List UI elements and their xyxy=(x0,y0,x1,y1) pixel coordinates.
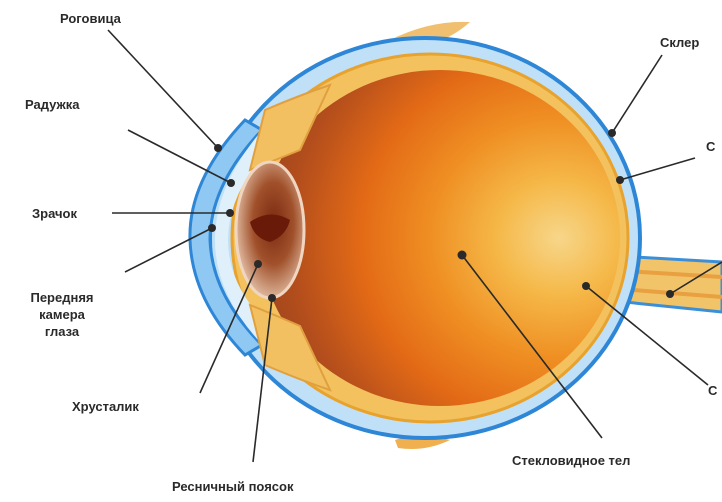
label-right-cut-4: С xyxy=(708,382,717,399)
label-cornea: Роговица xyxy=(60,10,121,27)
label-ciliary-band: Ресничный поясок xyxy=(172,478,293,495)
label-lens: Хрусталик xyxy=(72,398,139,415)
label-pupil: Зрачок xyxy=(32,205,77,222)
leader-line-sclera xyxy=(612,55,662,133)
pointer-dot-right-2 xyxy=(616,176,624,184)
pointer-dot-pupil xyxy=(226,209,234,217)
leader-line-cornea xyxy=(108,30,218,148)
label-vitreous-body: Стекловидное тел xyxy=(512,452,630,469)
label-anterior-chamber: Передняя камера глаза xyxy=(16,289,108,340)
label-right-cut-2: С xyxy=(706,138,715,155)
label-sclera: Склер xyxy=(660,34,699,51)
pointer-dot-sclera xyxy=(608,129,616,137)
pointer-dot-lens xyxy=(254,260,262,268)
leader-line-right-2 xyxy=(620,158,695,180)
pointer-dot-ciliary-band xyxy=(268,294,276,302)
pointer-dot-cornea xyxy=(214,144,222,152)
pointer-dot-anterior-chamber xyxy=(208,224,216,232)
pointer-dot-iris xyxy=(227,179,235,187)
pointer-dot-right-3 xyxy=(666,290,674,298)
pointer-dot-right-4 xyxy=(582,282,590,290)
label-iris: Радужка xyxy=(25,96,79,113)
pointer-dot-vitreous xyxy=(458,251,467,260)
